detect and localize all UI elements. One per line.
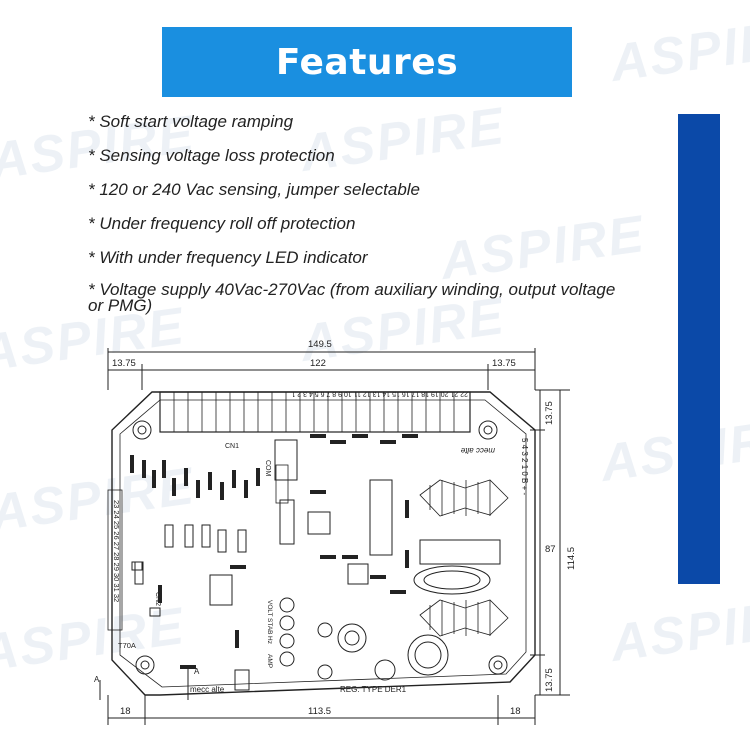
section-a-left: A <box>94 675 100 684</box>
label-cn1: CN1 <box>225 443 239 450</box>
terminal-numbers-left: 23 24 25 26 27 28 29 30 31 32 <box>112 500 121 602</box>
feature-item: * Voltage supply 40Vac-270Vac (from auxi… <box>88 280 616 315</box>
feature-item: * Soft start voltage ramping <box>88 112 294 131</box>
label-cn2: CN2 <box>154 592 161 606</box>
dim-right-margin: 13.75 <box>492 358 516 369</box>
dim-inner-height: 87 <box>545 544 556 555</box>
terminal-numbers-top: 22 21 20 19 18 17 16 15 14 13 12 11 10 9… <box>291 390 468 397</box>
pot-label: STAB <box>266 618 273 635</box>
watermark: ASPIRE <box>606 586 750 674</box>
reg-type-label: REG. TYPE DER1 <box>340 685 407 694</box>
brand-bottom: mecc alte <box>190 685 225 694</box>
watermark: ASPIRE <box>606 6 750 94</box>
brand-logo: mecc alte <box>460 446 495 455</box>
pot-label: VOLT <box>266 600 273 617</box>
label-model: T70A <box>118 641 136 650</box>
side-accent-bar <box>678 114 720 584</box>
dim-bottom-span: 113.5 <box>308 706 331 717</box>
dim-hole-span: 122 <box>310 358 326 369</box>
pcb-dimension-drawing: 149.5 13.75 122 13.75 13.75 87 114.5 13.… <box>94 339 577 725</box>
dim-bottom-right: 13.75 <box>544 668 555 692</box>
watermark: ASPIRE <box>436 204 649 292</box>
feature-item: * 120 or 240 Vac sensing, jumper selecta… <box>88 180 421 199</box>
dim-top-right: 13.75 <box>544 401 555 425</box>
feature-item: * Under frequency roll off protection <box>88 214 356 233</box>
section-a-right: A <box>194 667 200 676</box>
feature-item: * Sensing voltage loss protection <box>88 146 335 165</box>
label-com: COM <box>264 460 271 477</box>
watermark: ASPIRE <box>596 406 750 494</box>
features-banner: Features <box>162 27 572 97</box>
pot-label: Hz <box>266 636 273 644</box>
dim-overall-height: 114.5 <box>566 547 577 570</box>
dim-left-margin: 13.75 <box>112 358 136 369</box>
dim-bottom-left: 18 <box>120 706 131 717</box>
watermark: ASPIRE <box>296 96 509 184</box>
right-terminal-labels: 5 4 3 2 1 0 B + - <box>520 438 529 495</box>
banner-title: Features <box>275 41 459 83</box>
dim-overall-width: 149.5 <box>308 339 332 350</box>
pot-label: AMP <box>266 654 273 668</box>
dim-bottom-right-width: 18 <box>510 706 521 717</box>
feature-item: * With under frequency LED indicator <box>88 248 368 267</box>
